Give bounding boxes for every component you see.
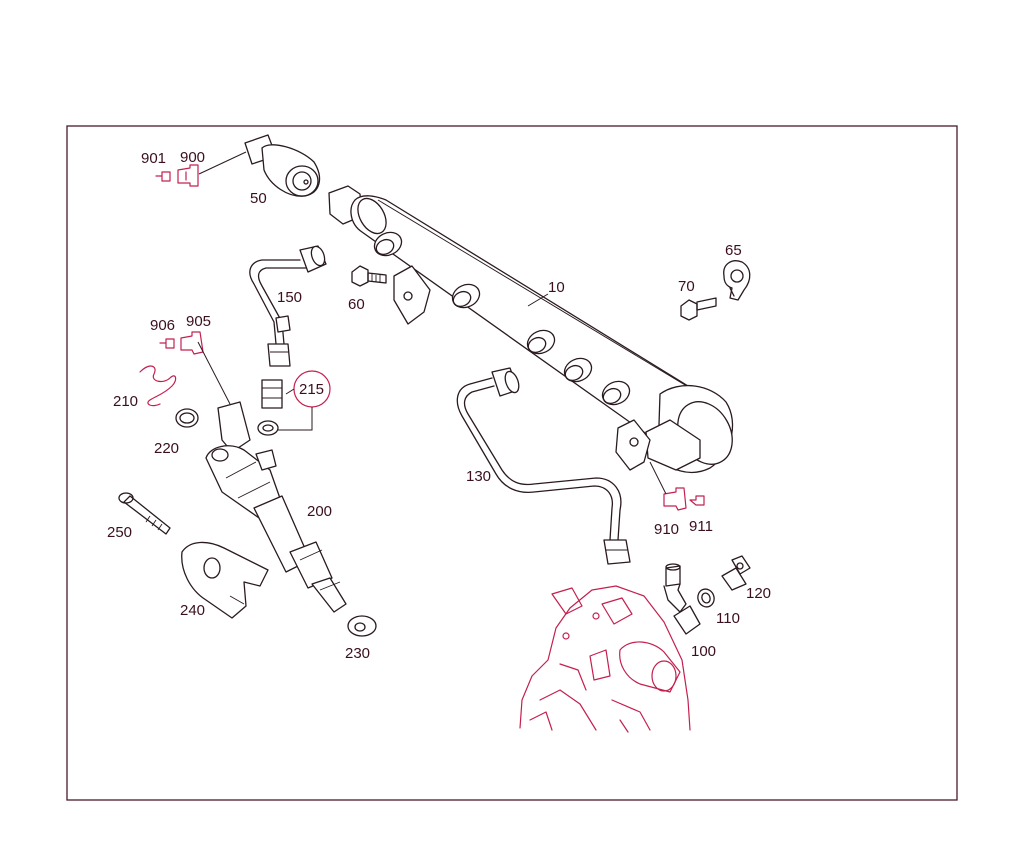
part-905-connector[interactable]	[180, 331, 204, 355]
label-200: 200	[307, 503, 332, 520]
rail-port-2	[451, 283, 481, 309]
label-120: 120	[746, 585, 771, 602]
part-65-clip[interactable]	[723, 260, 751, 301]
part-120-bolt[interactable]	[721, 555, 751, 591]
label-230: 230	[345, 645, 370, 662]
label-906: 906	[150, 317, 175, 334]
part-215-fitting[interactable]	[257, 370, 331, 436]
part-110-washer[interactable]	[695, 587, 716, 609]
label-240: 240	[180, 602, 205, 619]
label-100: 100	[691, 643, 716, 660]
rail-port-1	[373, 231, 403, 257]
label-215: 215	[299, 381, 324, 398]
label-60: 60	[348, 296, 365, 313]
part-10-fuel-rail[interactable]	[328, 185, 743, 474]
part-50-pressure-sensor[interactable]	[198, 134, 321, 197]
leader-905	[197, 341, 231, 405]
label-10: 10	[548, 279, 565, 296]
part-250-bolt[interactable]	[118, 492, 171, 535]
high-pressure-pump	[519, 585, 691, 733]
label-900: 900	[180, 149, 205, 166]
part-230-washer[interactable]	[347, 615, 377, 637]
label-150: 150	[277, 289, 302, 306]
part-910-connector[interactable]	[649, 461, 687, 511]
part-100-fitting[interactable]	[663, 563, 701, 635]
part-60-bolt[interactable]	[351, 265, 387, 287]
label-905: 905	[186, 313, 211, 330]
part-240-clamp[interactable]	[181, 541, 269, 619]
part-150-line[interactable]	[249, 245, 327, 367]
label-65: 65	[725, 242, 742, 259]
label-901: 901	[141, 150, 166, 167]
label-220: 220	[154, 440, 179, 457]
part-70-screw[interactable]	[680, 297, 717, 321]
part-130-line[interactable]	[456, 367, 631, 565]
diagram-frame	[66, 125, 958, 801]
rail-port-5	[601, 380, 631, 406]
part-911-pin[interactable]	[689, 495, 705, 506]
part-210-clip[interactable]	[139, 365, 177, 407]
part-220-seal[interactable]	[175, 408, 199, 428]
label-910: 910	[654, 521, 679, 538]
label-911: 911	[689, 518, 713, 535]
part-906-pin[interactable]	[159, 338, 175, 349]
rail-port-3	[526, 329, 556, 355]
label-50: 50	[250, 190, 267, 207]
part-900-connector[interactable]	[177, 164, 199, 187]
part-200-injector[interactable]	[205, 401, 347, 613]
label-210: 210	[113, 393, 138, 410]
label-70: 70	[678, 278, 695, 295]
label-250: 250	[107, 524, 132, 541]
part-901-pin[interactable]	[155, 171, 171, 182]
label-110: 110	[716, 610, 740, 627]
rail-port-4	[563, 357, 593, 383]
label-130: 130	[466, 468, 491, 485]
